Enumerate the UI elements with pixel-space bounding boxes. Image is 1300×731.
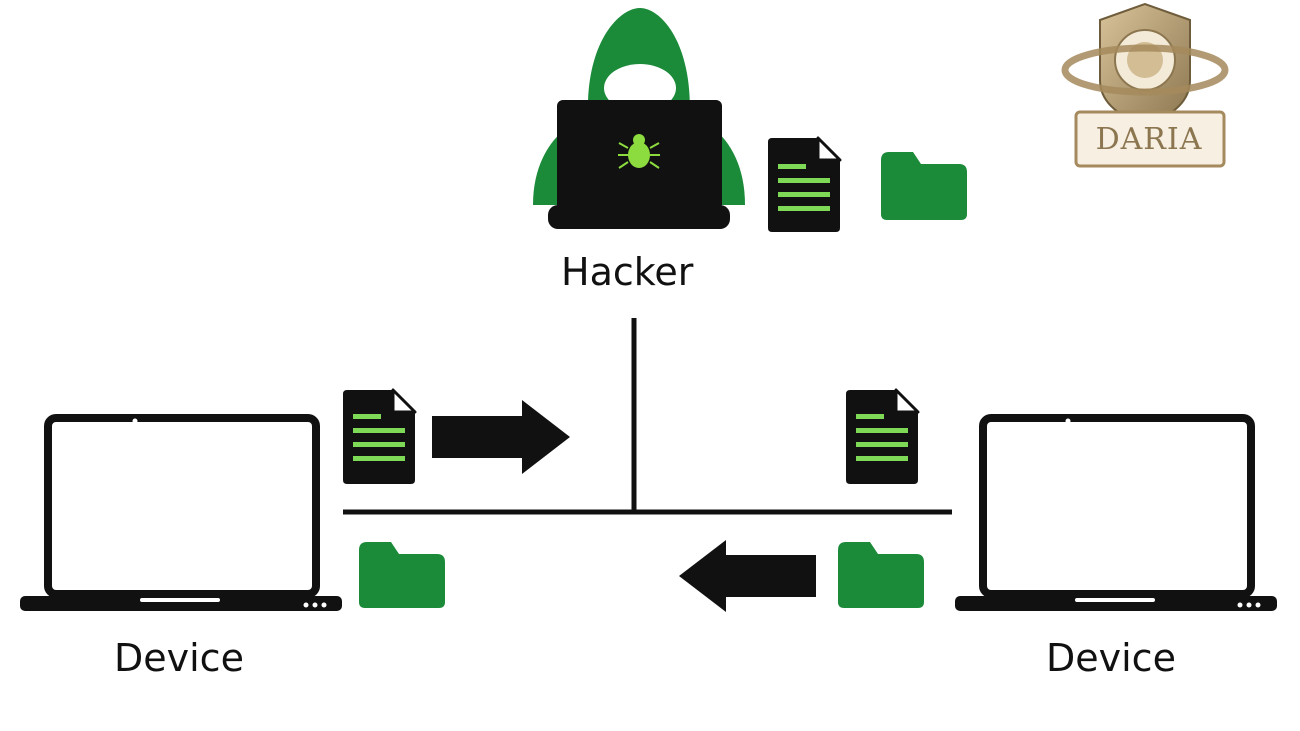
device-right-label: Device <box>1046 636 1176 680</box>
hacker-icon <box>533 8 745 229</box>
logo-emblem-icon <box>1061 2 1229 168</box>
folder-icon <box>359 542 445 608</box>
document-icon <box>768 136 842 232</box>
hacker-label: Hacker <box>561 250 694 294</box>
document-icon <box>846 388 920 484</box>
arrow-right-icon <box>432 400 570 474</box>
device-left-label: Device <box>114 636 244 680</box>
laptop-icon <box>955 414 1277 611</box>
laptop-icon <box>20 414 342 611</box>
arrow-left-icon <box>679 540 816 612</box>
folder-icon <box>881 152 967 220</box>
logo-text: DARIA <box>1095 122 1203 157</box>
bug-icon <box>618 134 660 169</box>
folder-icon <box>838 542 924 608</box>
document-icon <box>343 388 417 484</box>
